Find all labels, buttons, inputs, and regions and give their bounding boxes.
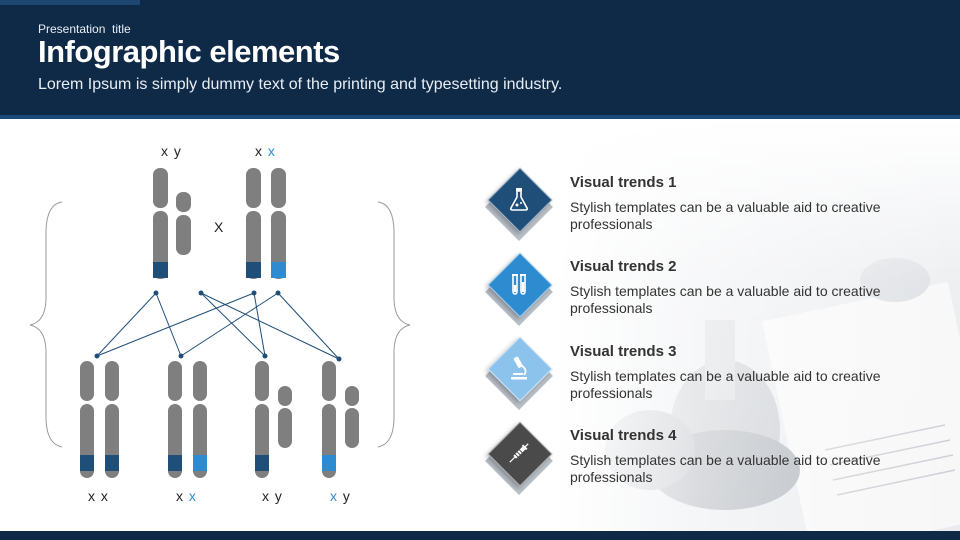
test-tubes-icon — [512, 274, 526, 295]
trend-4-badge — [485, 421, 553, 495]
parent-2-chromosomes — [246, 168, 286, 279]
parent-1-genotype: x y — [161, 143, 182, 159]
trend-3-badge — [485, 336, 553, 410]
child-2-genotype: x x — [176, 488, 197, 504]
child-4-chromosomes — [322, 361, 359, 478]
child-3-chromosomes — [255, 361, 292, 478]
cross-symbol: X — [214, 219, 225, 235]
trend-4-title: Visual trends 4 — [570, 427, 677, 444]
trend-1-title: Visual trends 1 — [570, 174, 677, 191]
trend-2-badge — [485, 252, 553, 326]
trend-4-description: Stylish templates can be a valuable aid … — [570, 452, 881, 485]
header-accent-tab — [0, 0, 140, 5]
trend-2-title: Visual trends 2 — [570, 258, 677, 275]
parent-2-genotype: x x — [255, 143, 276, 159]
microscope-icon — [511, 356, 527, 380]
footer-bar — [0, 531, 960, 540]
flask-icon — [509, 188, 529, 211]
presentation-kicker: Presentation title — [38, 22, 131, 36]
lab-photo-background — [555, 120, 960, 531]
trend-3-title: Visual trends 3 — [570, 343, 677, 360]
right-brace — [377, 201, 411, 448]
page-title: Infographic elements — [38, 34, 340, 69]
child-3-genotype: x y — [262, 488, 283, 504]
parent-1-chromosomes — [153, 168, 191, 279]
page-subtitle: Lorem Ipsum is simply dummy text of the … — [38, 76, 563, 93]
child-1-genotype: x x — [88, 488, 109, 504]
connection-dots — [94, 290, 342, 362]
syringe-icon — [509, 443, 529, 463]
child-2-chromosomes — [168, 361, 207, 478]
left-brace — [29, 201, 63, 448]
trend-1-description: Stylish templates can be a valuable aid … — [570, 199, 881, 232]
genetics-cross-diagram — [29, 168, 411, 478]
child-1-chromosomes — [80, 361, 119, 478]
header-bar: Presentation title Infographic elements … — [0, 0, 960, 115]
header-divider — [0, 115, 960, 119]
trend-1-badge — [485, 167, 553, 241]
child-4-genotype: x y — [330, 488, 351, 504]
trend-3-description: Stylish templates can be a valuable aid … — [570, 368, 881, 401]
trend-2-description: Stylish templates can be a valuable aid … — [570, 283, 881, 316]
inheritance-lines — [96, 292, 340, 360]
